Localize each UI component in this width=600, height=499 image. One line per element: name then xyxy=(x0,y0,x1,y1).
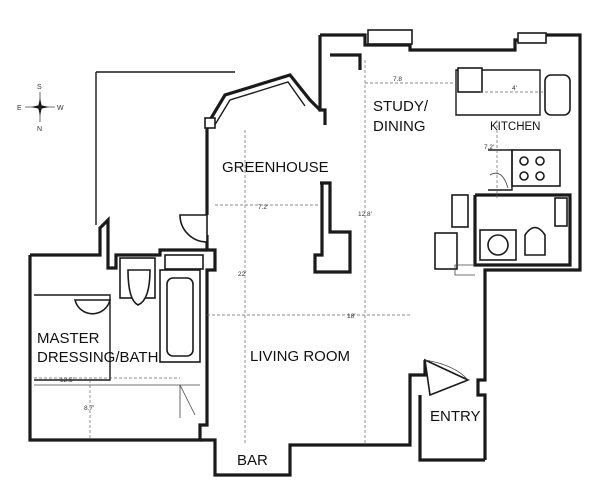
compass-east: E xyxy=(17,105,22,112)
compass-south: S xyxy=(37,84,42,91)
study-windows xyxy=(330,29,547,70)
kitchen-area xyxy=(455,67,571,191)
dim-study-length: 12.8' xyxy=(358,211,372,218)
compass-north: N xyxy=(37,126,42,133)
entry-door xyxy=(423,358,471,397)
dim-living-width: 18' xyxy=(347,313,355,320)
dim-study-width: 7.8 xyxy=(393,76,402,83)
greenhouse-fixtures xyxy=(179,181,352,274)
compass-west: W xyxy=(57,105,64,112)
room-label-master: MASTER xyxy=(37,330,100,347)
dim-greenhouse-width: 7.2' xyxy=(258,204,268,211)
greenhouse-bay xyxy=(204,81,306,129)
room-label-study: STUDY/ xyxy=(373,98,429,115)
dim-master-depth: 8.7' xyxy=(84,405,94,412)
master-bath-fixtures xyxy=(34,254,204,418)
compass-rose xyxy=(25,92,55,122)
room-label-dining: DINING xyxy=(373,118,426,135)
room-label-greenhouse: GREENHOUSE xyxy=(222,159,329,176)
room-label-entry: ENTRY xyxy=(430,408,481,425)
dim-kitchen-depth: 7.2' xyxy=(484,144,494,151)
room-label-kitchen: KITCHEN xyxy=(490,121,540,133)
east-bath xyxy=(434,193,572,276)
dim-kitchen-width: 4' xyxy=(512,85,517,92)
room-label-bar: BAR xyxy=(237,452,268,469)
room-label-living: LIVING ROOM xyxy=(250,348,350,365)
dim-master-width: 12.5' xyxy=(60,377,74,384)
dimension-lines xyxy=(34,60,545,445)
dim-living-height: 22' xyxy=(238,271,246,278)
room-label-dressing-bath: DRESSING/BATH xyxy=(37,349,158,366)
